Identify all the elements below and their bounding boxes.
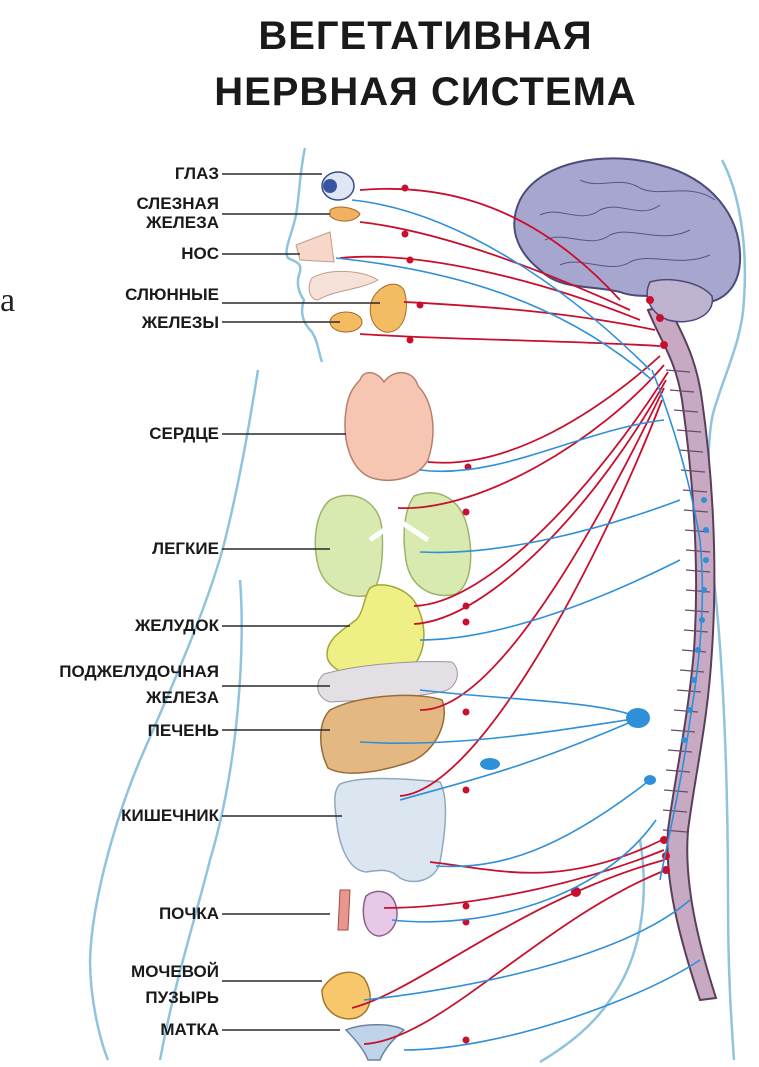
label-salivary-2: ЖЕЛЕЗЫ <box>142 313 219 332</box>
label-lungs: ЛЕГКИЕ <box>152 539 219 558</box>
label-pancreas-1: ПОДЖЕЛУДОЧНАЯ <box>59 662 219 681</box>
label-lacrimal-1: СЛЕЗНАЯ <box>136 194 219 213</box>
leader-lines <box>222 174 380 1030</box>
label-kidney: ПОЧКА <box>159 904 219 923</box>
label-bladder-2: ПУЗЫРЬ <box>145 988 219 1007</box>
label-bladder-1: МОЧЕВОЙ <box>131 962 219 981</box>
label-salivary-1: СЛЮННЫЕ <box>125 285 219 304</box>
label-pancreas-2: ЖЕЛЕЗА <box>146 688 219 707</box>
label-uterus: МАТКА <box>160 1020 219 1039</box>
brain <box>514 158 740 321</box>
ganglia <box>480 497 709 785</box>
label-heart: СЕРДЦЕ <box>149 424 219 443</box>
label-eye: ГЛАЗ <box>175 164 219 183</box>
label-liver: ПЕЧЕНЬ <box>148 721 219 740</box>
label-stomach: ЖЕЛУДОК <box>135 616 219 635</box>
label-nose: НОС <box>181 244 219 263</box>
label-intestine: КИШЕЧНИК <box>121 806 219 825</box>
label-lacrimal-2: ЖЕЛЕЗА <box>146 213 219 232</box>
